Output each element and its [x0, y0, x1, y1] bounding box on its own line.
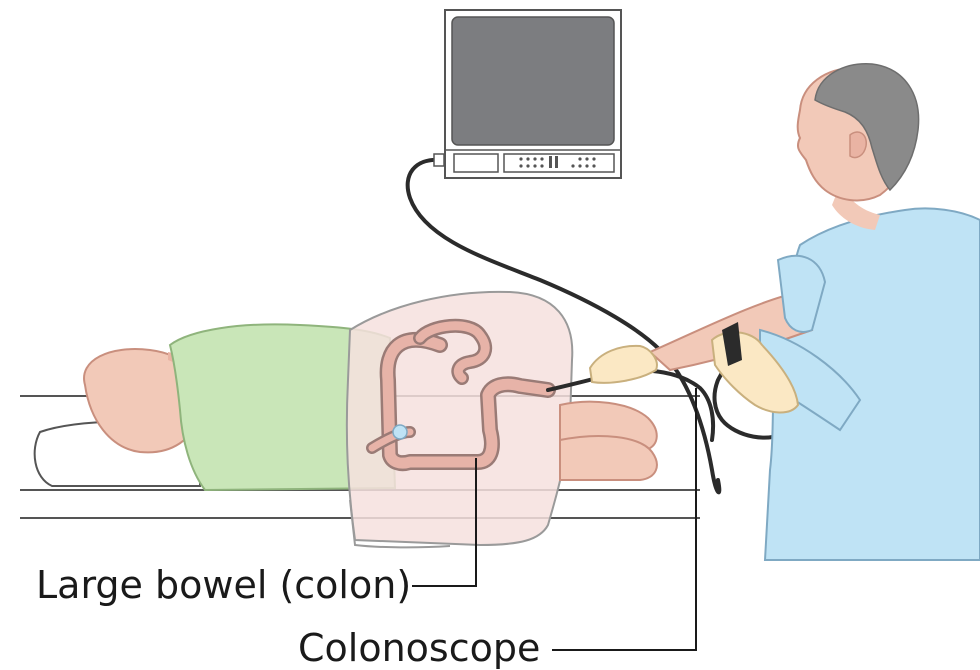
doctor [590, 64, 980, 560]
patient-legs [560, 402, 657, 480]
endoscopy-monitor [434, 10, 621, 178]
label-large-bowel: Large bowel (colon) [36, 566, 411, 604]
label-colonoscope: Colonoscope [298, 629, 540, 667]
